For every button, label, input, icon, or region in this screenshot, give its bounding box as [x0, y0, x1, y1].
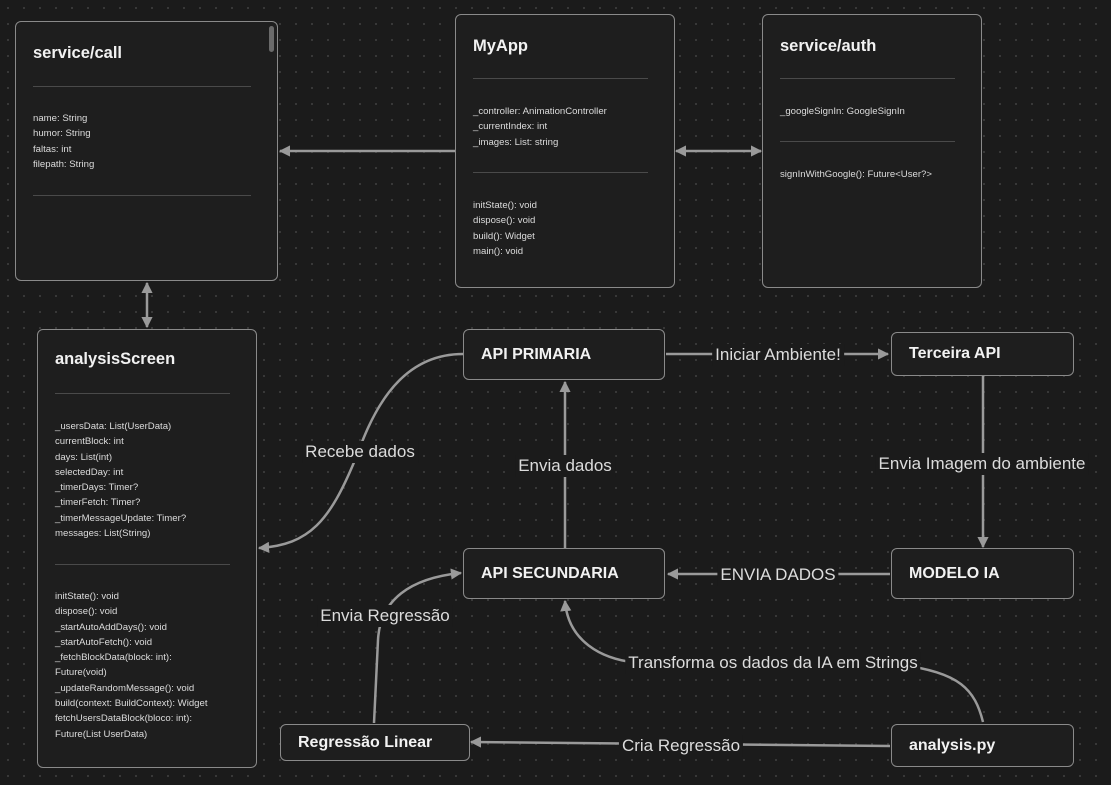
method-list: signInWithGoogle(): Future<User?>: [780, 167, 932, 182]
edge-label-envia-dados-caps: ENVIA DADOS: [717, 564, 839, 586]
class-title: MyApp: [473, 37, 528, 55]
class-title: service/call: [33, 44, 122, 62]
class-title: service/auth: [780, 37, 877, 55]
method-item: build(context: BuildContext): Widget: [55, 698, 208, 710]
field-item: messages: List(String): [55, 528, 151, 540]
field-item: humor: String: [33, 128, 91, 140]
method-item: _fetchBlockData(block: int):: [55, 652, 172, 664]
class-box-service-auth[interactable]: service/auth _googleSignIn: GoogleSignIn…: [762, 14, 982, 288]
method-item: Future(List UserData): [55, 728, 148, 740]
field-list: name: String humor: String faltas: int file…: [33, 111, 94, 172]
class-box-myapp[interactable]: MyApp _controller: AnimationController_c…: [455, 14, 675, 288]
class-title: analysisScreen: [55, 350, 176, 368]
edge-label-cria-regressao: Cria Regressão: [618, 735, 744, 757]
field-list: _controller: AnimationController _current…: [473, 104, 607, 150]
method-item: Future(void): [55, 667, 107, 679]
method-item: main(): void: [473, 245, 524, 257]
method-item: initState(): void: [473, 200, 537, 211]
method-item: _startAutoFetch(): void: [55, 636, 153, 648]
field-item: selectedDay: int: [55, 466, 124, 478]
field-list: _usersData: List(UserData) currentBlock: …: [55, 419, 186, 541]
field-item: faltas: int: [33, 143, 72, 155]
node-api-primaria[interactable]: API PRIMARIA: [463, 329, 665, 380]
field-list: _googleSignIn: GoogleSignIn: [780, 104, 905, 119]
method-item: initState(): void: [55, 591, 119, 602]
edge-regressao-linear-api-secundaria: [372, 568, 463, 724]
node-analysis-py[interactable]: analysis.py: [891, 724, 1074, 767]
method-item: dispose(): void: [55, 606, 118, 618]
method-item: fetchUsersDataBlock(bloco: int):: [55, 713, 193, 725]
method-item: build(): Widget: [473, 230, 535, 242]
field-item: _currentIndex: int: [473, 121, 548, 133]
field-item: days: List(int): [55, 451, 113, 463]
field-item: _googleSignIn: GoogleSignIn: [780, 106, 905, 117]
node-api-secundaria[interactable]: API SECUNDARIA: [463, 548, 665, 599]
separator: [780, 141, 955, 142]
class-box-analysis-screen[interactable]: analysisScreen _usersData: List(UserData…: [37, 329, 257, 768]
method-item: _startAutoAddDays(): void: [55, 621, 167, 633]
node-terceira-api[interactable]: Terceira API: [891, 332, 1074, 376]
edge-label-recebe-dados: Recebe dados: [302, 441, 418, 463]
node-regressao-linear[interactable]: Regressão Linear: [280, 724, 470, 761]
separator: [55, 564, 230, 565]
method-list: initState(): void dispose(): void _startAu…: [55, 589, 208, 742]
separator: [55, 393, 230, 394]
field-item: _timerDays: Timer?: [55, 482, 139, 494]
separator: [780, 78, 955, 79]
field-item: currentBlock: int: [55, 436, 124, 448]
edge-label-transforma: Transforma os dados da IA em Strings: [625, 652, 921, 674]
method-item: _updateRandomMessage(): void: [55, 682, 195, 694]
field-item: name: String: [33, 113, 88, 124]
field-item: _controller: AnimationController: [473, 106, 607, 117]
separator: [473, 78, 648, 79]
class-box-service-call[interactable]: service/call name: String humor: String fa…: [15, 21, 278, 281]
field-item: _timerFetch: Timer?: [55, 497, 141, 509]
edge-label-envia-regressao: Envia Regressão: [317, 605, 453, 627]
field-item: _usersData: List(UserData): [55, 421, 172, 432]
method-list: initState(): void dispose(): void build():…: [473, 198, 537, 259]
edge-label-envia-dados: Envia dados: [515, 455, 615, 477]
separator: [33, 195, 251, 196]
method-item: dispose(): void: [473, 215, 536, 227]
method-item: signInWithGoogle(): Future<User?>: [780, 169, 932, 180]
edge-label-envia-imagem: Envia Imagem do ambiente: [875, 453, 1089, 475]
separator: [33, 86, 251, 87]
field-item: _images: List: string: [473, 136, 559, 148]
field-item: filepath: String: [33, 158, 95, 170]
node-modelo-ia[interactable]: MODELO IA: [891, 548, 1074, 599]
field-item: _timerMessageUpdate: Timer?: [55, 512, 187, 524]
scrollbar-thumb[interactable]: [269, 26, 274, 52]
edge-label-iniciar-ambiente: Iniciar Ambiente!: [712, 344, 844, 366]
separator: [473, 172, 648, 173]
